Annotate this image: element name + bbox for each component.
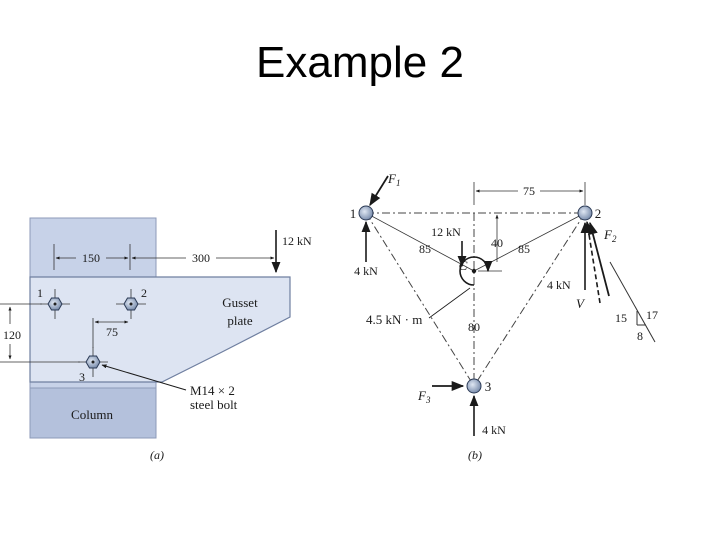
gusset-label-1: Gusset (222, 295, 258, 310)
radius-line-1 (365, 212, 475, 272)
dim-80-label: 80 (468, 320, 480, 334)
dimension-75-b: 75 (473, 182, 586, 205)
shear-3-label: 4 kN (482, 423, 506, 437)
bolt-1-a: 1 (37, 286, 70, 319)
load-arrow-a: 12 kN (271, 230, 312, 274)
moment-label: 4.5 kN · m (366, 312, 422, 327)
shear-2-label: 4 kN (547, 278, 571, 292)
dimension-75-a: 75 (92, 318, 129, 348)
slope-15: 15 (615, 311, 627, 325)
shear-arrow-3: 4 kN (469, 394, 506, 437)
bolt-2-a-label: 2 (141, 286, 147, 300)
column-base (29, 387, 157, 439)
dim-75-b-label: 75 (523, 184, 535, 198)
dimension-150: 150 (53, 244, 131, 270)
bolt-3-a-label: 3 (79, 370, 85, 384)
radius-85-left: 85 (419, 242, 431, 256)
dimension-120: 120 (0, 303, 80, 363)
load-arrow-b: 12 kN (431, 225, 467, 268)
dim-150-label: 150 (82, 251, 100, 265)
bolt-1-b: 1 (350, 205, 374, 221)
bolt-3-b-label: 3 (485, 379, 492, 394)
dim-120-label: 120 (3, 328, 21, 342)
bolt-spec-2: steel bolt (190, 397, 238, 412)
column-label: Column (71, 407, 113, 422)
bolt-3-b: 3 (466, 378, 492, 394)
f3-arrow: F3 (417, 380, 465, 405)
slope-triangle: 15 17 8 (609, 261, 658, 343)
dim-40-label: 40 (491, 236, 503, 250)
resultant-label: V (576, 296, 586, 311)
figure-a: 150 300 12 kN 75 120 (0, 217, 312, 462)
centroid: C 4.5 kN · m (366, 256, 493, 327)
bolt-1-a-label: 1 (37, 286, 43, 300)
dim-75-a-label: 75 (106, 325, 118, 339)
bolt-spec-1: M14 × 2 (190, 383, 235, 398)
gusset-label-2: plate (227, 313, 252, 328)
bolt-1-b-label: 1 (350, 206, 357, 221)
f3-label: F3 (417, 388, 431, 405)
bolt-spec-leader (101, 364, 187, 391)
load-label-a: 12 kN (282, 234, 312, 248)
bolt-2-b-label: 2 (595, 206, 602, 221)
f1-arrow: F1 (369, 171, 400, 207)
radius-85-right: 85 (518, 242, 530, 256)
dim-300-label: 300 (192, 251, 210, 265)
f2-arrows: F2 4 kN V (547, 220, 617, 311)
bolt-3-a: 3 (78, 347, 108, 384)
caption-b: (b) (468, 448, 482, 462)
dimension-300: 300 (131, 251, 275, 265)
figure-b: 75 F1 1 4 kN 85 85 12 kN 40 (350, 171, 658, 462)
radius-line-2 (473, 212, 586, 272)
slope-8: 8 (637, 329, 643, 343)
slide-title: Example 2 (256, 38, 464, 87)
centroid-label: C (459, 258, 468, 273)
bolt-2-a: 2 (116, 286, 147, 319)
moment-arc (459, 256, 493, 286)
shear-arrow-1: 4 kN (354, 220, 378, 278)
shear-1-label: 4 kN (354, 264, 378, 278)
bolt-2-b: 2 (577, 205, 602, 221)
f1-label: F1 (387, 171, 400, 188)
load-12-label: 12 kN (431, 225, 461, 239)
gusset-plate (29, 276, 291, 383)
caption-a: (a) (150, 448, 164, 462)
moment-leader (428, 287, 471, 319)
f2-label: F2 (603, 227, 617, 244)
slope-17: 17 (646, 308, 658, 322)
bolt-pattern-lines (365, 212, 586, 387)
